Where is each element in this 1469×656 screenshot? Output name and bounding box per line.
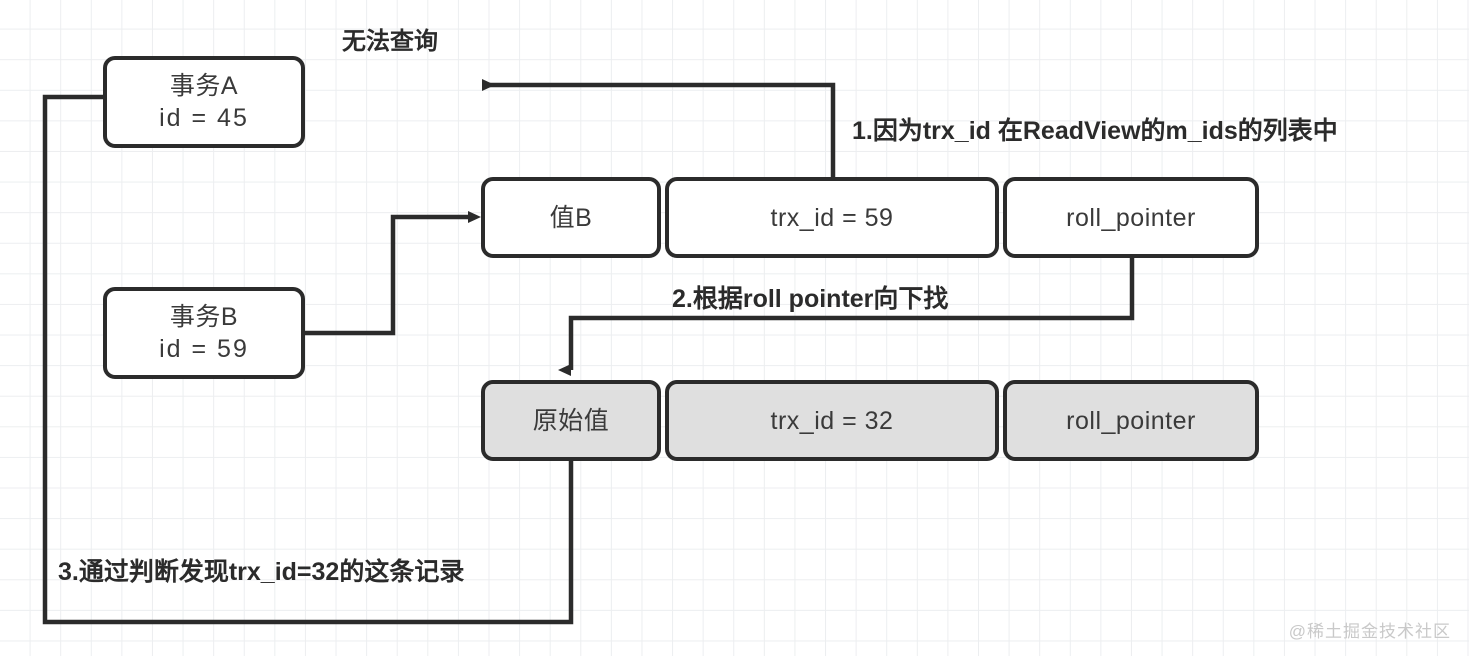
annotation-step-2: 2.根据roll pointer向下找 (672, 285, 949, 313)
connector-txnb-to-valueb (305, 211, 481, 336)
node-transaction-a[interactable]: 事务A id = 45 (103, 56, 305, 148)
cell-original-value[interactable]: 原始值 (481, 380, 661, 461)
transaction-b-name: 事务B (169, 303, 239, 331)
cell-current-trx-id-label: trx_id = 59 (770, 203, 894, 232)
cell-current-value[interactable]: 值B (481, 177, 661, 258)
cell-current-roll-pointer-label: roll_pointer (1066, 203, 1196, 232)
transaction-a-name: 事务A (169, 72, 239, 100)
connector-no-query (482, 79, 836, 177)
annotation-step-3-line-1: 3.通过判断发现trx_id=32的这条记录 (58, 558, 465, 586)
watermark: @稀土掘金技术社区 (1288, 622, 1451, 641)
annotation-step-3: 3.通过判断发现trx_id=32的这条记录 小于min_trx_id ,可以读… (58, 490, 464, 656)
transaction-a-id: id = 45 (159, 104, 249, 132)
cell-current-value-label: 值B (549, 203, 593, 232)
transaction-b-id: id = 59 (159, 335, 249, 363)
node-transaction-b[interactable]: 事务B id = 59 (103, 287, 305, 379)
cell-original-trx-id[interactable]: trx_id = 32 (665, 380, 999, 461)
cell-current-roll-pointer[interactable]: roll_pointer (1003, 177, 1259, 258)
annotation-step-1: 1.因为trx_id 在ReadView的m_ids的列表中 (852, 117, 1338, 145)
cell-current-trx-id[interactable]: trx_id = 59 (665, 177, 999, 258)
cell-original-trx-id-label: trx_id = 32 (770, 406, 894, 435)
cell-original-roll-pointer-label: roll_pointer (1066, 406, 1196, 435)
cell-original-roll-pointer[interactable]: roll_pointer (1003, 380, 1259, 461)
cell-original-value-label: 原始值 (532, 406, 610, 435)
annotation-no-query: 无法查询 (342, 28, 438, 55)
